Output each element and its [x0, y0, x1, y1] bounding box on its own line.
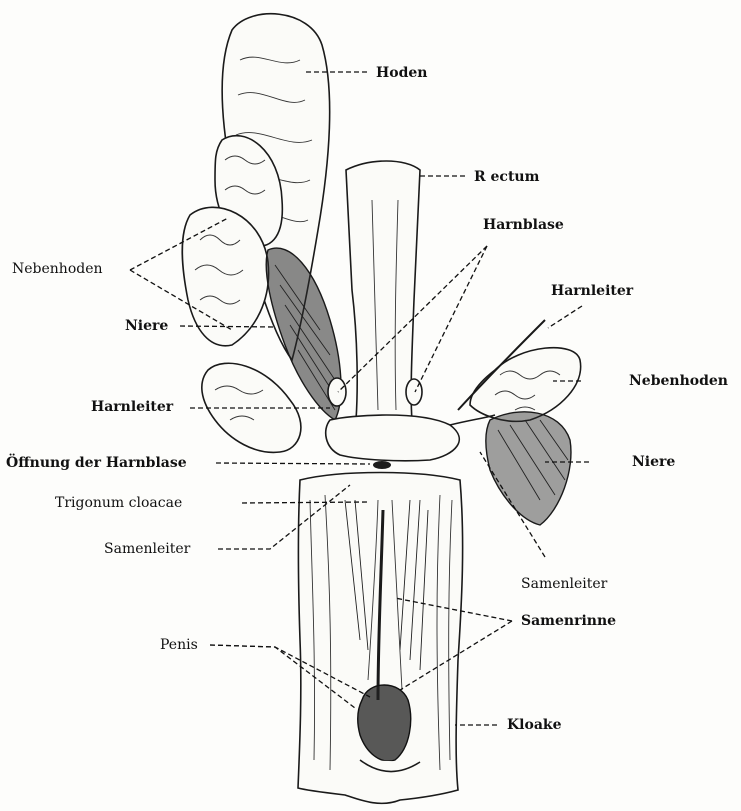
label-hoden: Hoden [376, 66, 427, 80]
label-kloake: Kloake [507, 718, 562, 732]
label-niere-right: Niere [632, 455, 675, 469]
epididymis-right-shape [470, 348, 581, 422]
label-oeffnung: Öffnung der Harnblase [6, 456, 187, 470]
label-nebenhoden-right: Nebenhoden [629, 374, 728, 388]
kidney-right-shape [486, 412, 571, 525]
label-samenrinne: Samenrinne [521, 614, 616, 628]
label-harnblase: Harnblase [483, 218, 564, 232]
label-harnleiter-left: Harnleiter [91, 400, 173, 414]
label-trigonum: Trigonum cloacae [55, 496, 182, 510]
label-samenleiter-right: Samenleiter [521, 577, 607, 591]
label-harnleiter-right: Harnleiter [551, 284, 633, 298]
label-penis: Penis [160, 638, 198, 652]
label-rectum: R ectum [474, 170, 539, 184]
label-samenleiter-left: Samenleiter [104, 542, 190, 556]
label-nebenhoden-left: Nebenhoden [12, 262, 103, 276]
label-niere-left: Niere [125, 319, 168, 333]
